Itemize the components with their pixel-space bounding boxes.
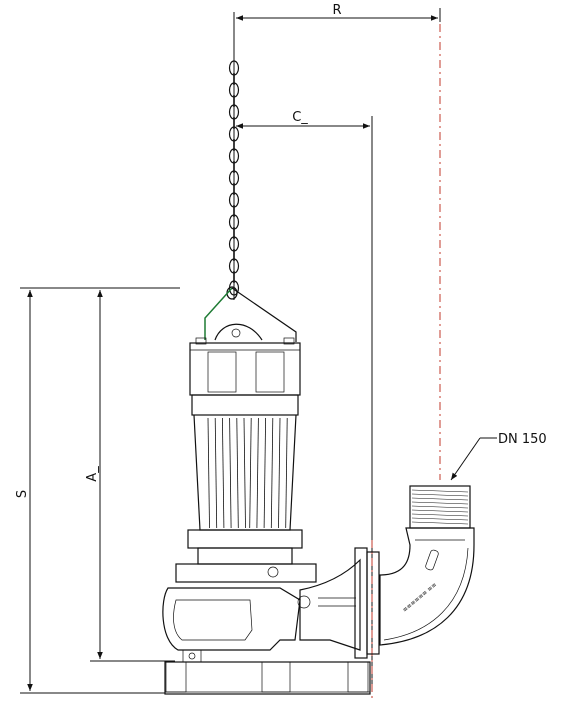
dimension-r-label: R bbox=[332, 3, 341, 18]
dimension-s-label: S bbox=[15, 490, 30, 498]
lifting-bracket bbox=[204, 287, 297, 342]
svg-text:≡≡≡≡≡≡ ≡≡: ≡≡≡≡≡≡ ≡≡ bbox=[401, 581, 438, 613]
outlet-callout: DN 150 bbox=[450, 432, 547, 481]
dimension-c: C_ bbox=[236, 110, 373, 690]
dimension-r: R bbox=[233, 3, 441, 300]
lifting-chain bbox=[226, 60, 240, 300]
pump-casing bbox=[162, 547, 380, 663]
dimension-c-label: C_ bbox=[292, 110, 308, 125]
dimension-a-label: A_ bbox=[85, 466, 100, 482]
motor-top-cap bbox=[189, 337, 301, 396]
base-stand bbox=[164, 661, 371, 695]
dimension-s: S bbox=[15, 287, 180, 694]
dimension-a: A_ bbox=[85, 290, 175, 662]
discharge-elbow: ≡≡≡≡≡≡ ≡≡ bbox=[379, 485, 475, 646]
motor-body bbox=[187, 394, 303, 565]
outlet-size-label: DN 150 bbox=[498, 432, 547, 447]
